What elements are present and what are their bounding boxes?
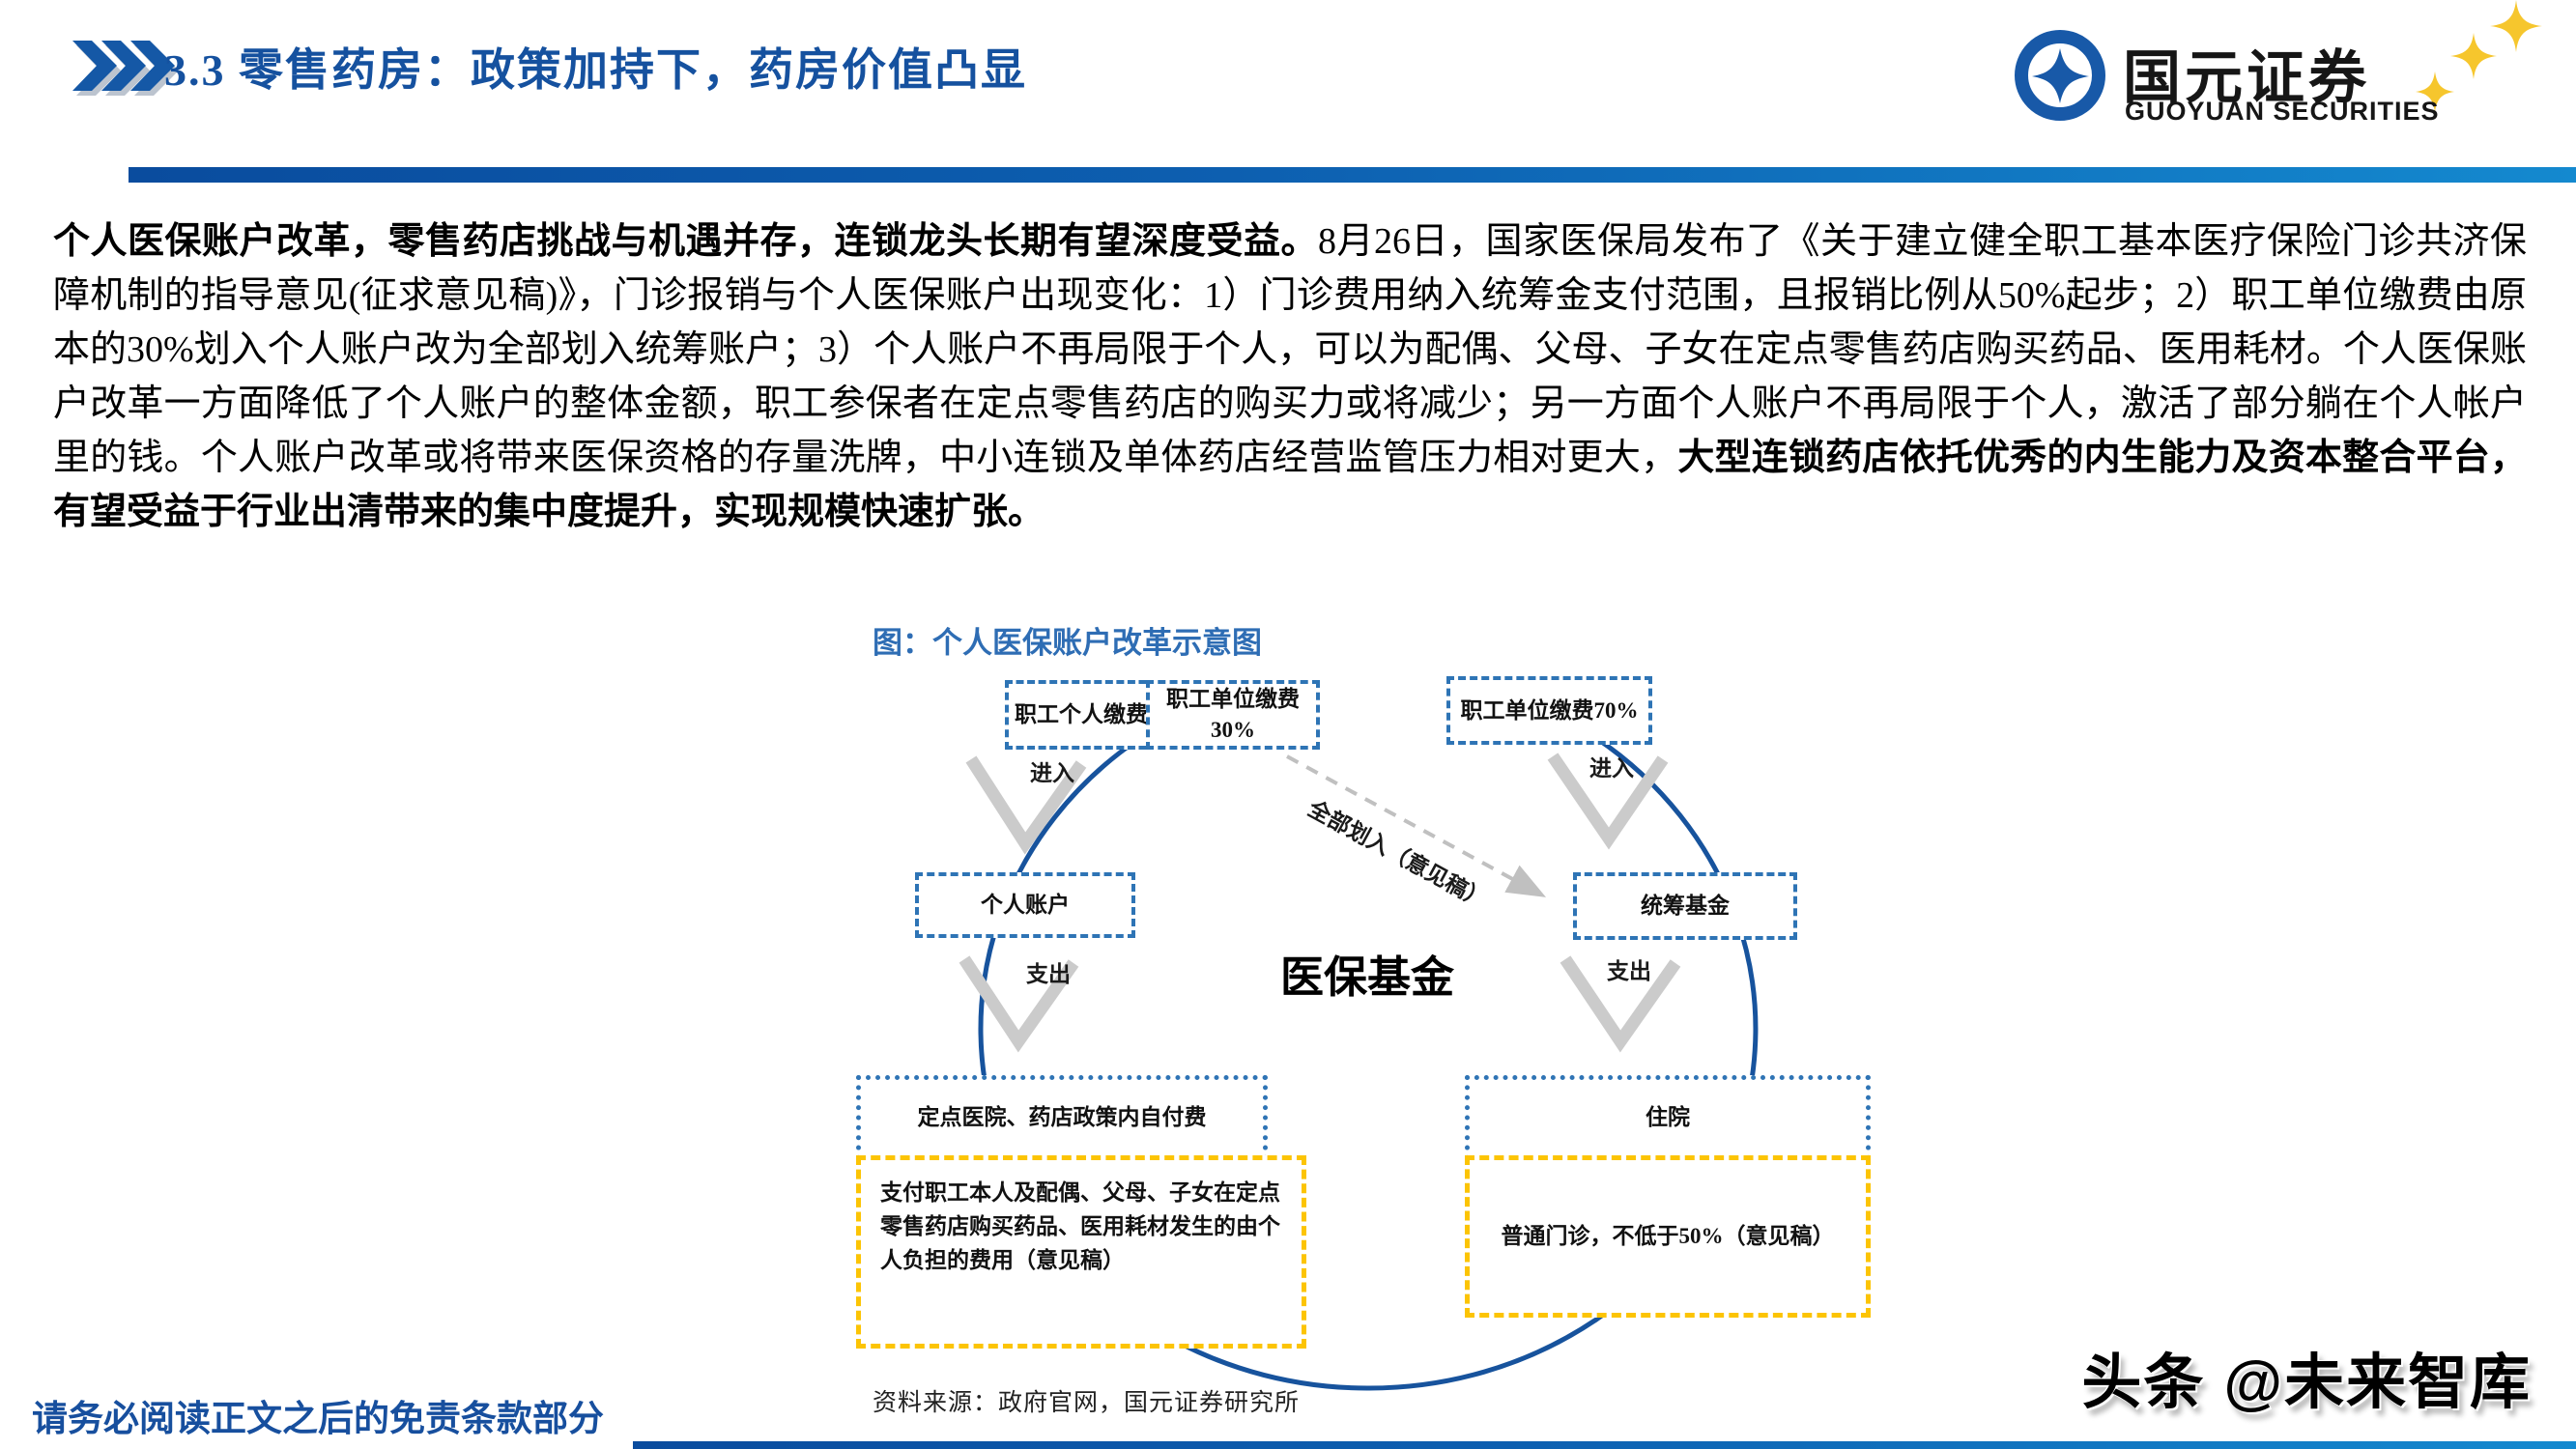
box-designated-selfpay-detail: 支付职工本人及配偶、父母、子女在定点零售药店购买药品、医用耗材发生的由个人负担的… bbox=[856, 1155, 1306, 1349]
box-personal-contribution: 职工个人缴费 bbox=[1005, 680, 1158, 750]
bottom-edge-bar bbox=[633, 1441, 2576, 1449]
box-hospitalization: 住院 bbox=[1465, 1075, 1871, 1160]
fund-center-label: 医保基金 bbox=[1279, 953, 1454, 1002]
enter-right-label: 进入 bbox=[1589, 756, 1634, 781]
figure-title: 图：个人医保账户改革示意图 bbox=[873, 626, 1262, 660]
body-normal: 8月26日，国家医保局发布了《关于建立健全职工基本医疗保险门诊共济保障机制的指导… bbox=[53, 221, 2527, 478]
gray-chevron-icon bbox=[1560, 955, 1681, 1053]
page-title: 3.3 零售药房：政策加持下，药房价值凸显 bbox=[164, 45, 1027, 95]
gray-chevron-icon bbox=[959, 955, 1079, 1053]
source-note: 资料来源：政府官网，国元证券研究所 bbox=[873, 1390, 1301, 1416]
box-pooled-fund: 统筹基金 bbox=[1573, 872, 1797, 940]
body-tail-bold: 大型连锁药店依托优秀的内生能力及资本整合平台，有望受益于行业出清带来的集中度提升… bbox=[53, 438, 2527, 532]
box-hospitalization-detail: 普通门诊，不低于50%（意见稿） bbox=[1465, 1155, 1871, 1318]
out-right-label: 支出 bbox=[1606, 959, 1651, 983]
gray-chevron-icon bbox=[965, 755, 1087, 855]
logo-name-cn: 国元证券 bbox=[2123, 45, 2370, 110]
logo-mark-icon bbox=[2015, 30, 2105, 121]
title-underline-bar bbox=[129, 167, 2576, 183]
body-paragraph: 个人医保账户改革，零售药店挑战与机遇并存，连锁龙头长期有望深度受益。8月26日，… bbox=[53, 214, 2527, 539]
box-designated-selfpay: 定点医院、药店政策内自付费 bbox=[856, 1075, 1268, 1160]
disclaimer-note: 请务必阅读正文之后的免责条款部分 bbox=[32, 1400, 604, 1439]
out-left-label: 支出 bbox=[1025, 962, 1071, 986]
header-chevrons-icon bbox=[72, 41, 179, 96]
logo-name-en: GUOYUAN SECURITIES bbox=[2125, 97, 2440, 126]
box-employer-contribution-30: 职工单位缴费30% bbox=[1146, 680, 1320, 750]
box-employer-contribution-70: 职工单位缴费70% bbox=[1446, 676, 1652, 745]
box-personal-account: 个人账户 bbox=[915, 872, 1135, 938]
logo-stars-icon bbox=[2416, 0, 2542, 112]
transfer-arrow-icon bbox=[1286, 754, 1547, 897]
body-lead-bold: 个人医保账户改革，零售药店挑战与机遇并存，连锁龙头长期有望深度受益。 bbox=[53, 221, 1318, 262]
watermark: 头条 @未来智库 bbox=[2081, 1350, 2532, 1416]
enter-left-label: 进入 bbox=[1030, 761, 1074, 785]
gray-chevron-icon bbox=[1547, 753, 1669, 850]
company-logo: 国元证券 GUOYUAN SECURITIES bbox=[2012, 21, 2553, 132]
